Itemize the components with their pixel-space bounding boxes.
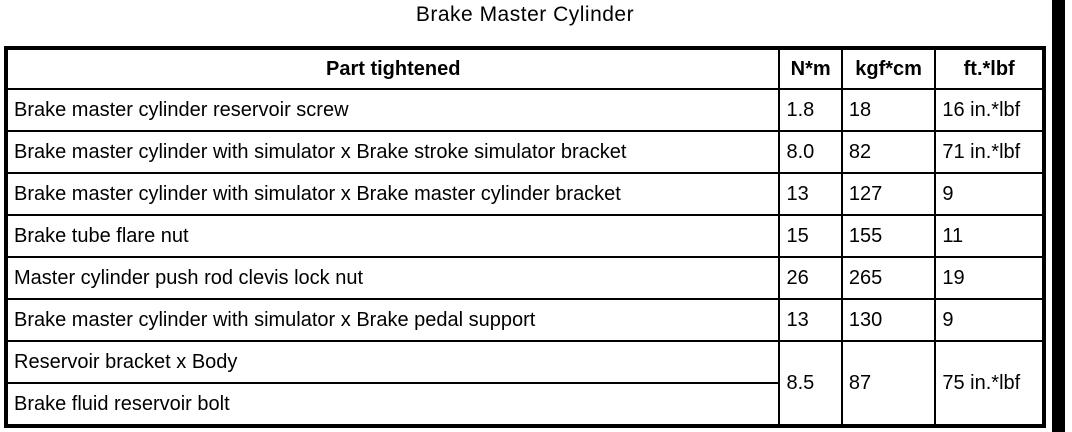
table-row: Brake fluid reservoir bolt <box>4 382 1044 427</box>
nm-cell: 8.0 <box>778 130 843 174</box>
ftlbf-cell: 9 <box>934 298 1045 342</box>
kgfcm-cell-merged: 87 <box>840 340 937 427</box>
kgfcm-cell: 155 <box>840 214 937 258</box>
kgfcm-cell: 265 <box>840 256 937 300</box>
table-row: Reservoir bracket x Body 8.5 87 75 in.*l… <box>4 340 1045 427</box>
part-cell: Master cylinder push rod clevis lock nut <box>4 256 781 300</box>
table-header-row: Part tightened N*m kgf*cm ft.*lbf <box>4 47 1045 90</box>
column-header-nm: N*m <box>778 47 843 90</box>
page-title: Brake Master Cylinder <box>415 3 635 26</box>
table-row: Brake master cylinder reservoir screw 1.… <box>4 88 1045 132</box>
table-row: Master cylinder push rod clevis lock nut… <box>4 256 1045 300</box>
kgfcm-cell: 18 <box>840 88 937 132</box>
nm-cell: 1.8 <box>778 88 843 132</box>
table-row: Brake master cylinder with simulator x B… <box>4 130 1045 174</box>
nm-cell-merged: 8.5 <box>778 340 843 427</box>
right-edge-scan-bar <box>1052 0 1065 432</box>
part-cell: Brake fluid reservoir bolt <box>4 382 781 427</box>
ftlbf-cell: 71 in.*lbf <box>934 130 1045 174</box>
ftlbf-cell-merged: 75 in.*lbf <box>934 340 1045 427</box>
ftlbf-cell: 19 <box>934 256 1045 300</box>
kgfcm-cell: 82 <box>840 130 937 174</box>
column-header-part-tightened: Part tightened <box>4 47 781 90</box>
nm-cell: 26 <box>778 256 843 300</box>
kgfcm-cell: 130 <box>840 298 937 342</box>
part-cell: Reservoir bracket x Body <box>4 340 781 384</box>
torque-spec-table: Part tightened N*m kgf*cm ft.*lbf Brake … <box>4 46 1046 428</box>
table-row: Brake master cylinder with simulator x B… <box>4 172 1045 216</box>
ftlbf-cell: 16 in.*lbf <box>934 88 1045 132</box>
part-cell: Brake master cylinder with simulator x B… <box>4 130 781 174</box>
part-cell: Brake tube flare nut <box>4 214 781 258</box>
table-row: Brake tube flare nut 15 155 11 <box>4 214 1045 258</box>
table-row: Brake master cylinder with simulator x B… <box>4 298 1045 342</box>
column-header-kgfcm: kgf*cm <box>840 47 937 90</box>
nm-cell: 15 <box>778 214 843 258</box>
nm-cell: 13 <box>778 298 843 342</box>
ftlbf-cell: 9 <box>934 172 1045 216</box>
nm-cell: 13 <box>778 172 843 216</box>
ftlbf-cell: 11 <box>934 214 1045 258</box>
kgfcm-cell: 127 <box>840 172 937 216</box>
part-cell: Brake master cylinder with simulator x B… <box>4 172 781 216</box>
column-header-ftlbf: ft.*lbf <box>934 47 1045 90</box>
part-cell: Brake master cylinder reservoir screw <box>4 88 781 132</box>
part-cell: Brake master cylinder with simulator x B… <box>4 298 781 342</box>
